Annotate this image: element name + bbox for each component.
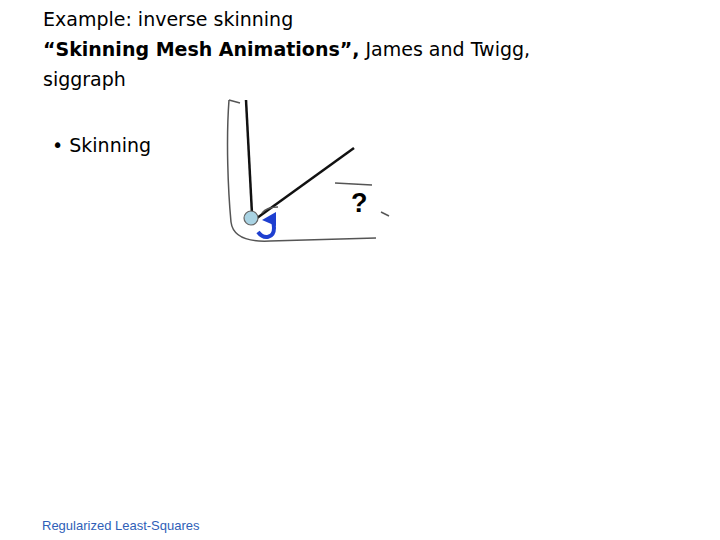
arm-outline	[262, 207, 278, 213]
arm-outline	[228, 100, 376, 241]
joint-dot	[244, 211, 258, 225]
paper-title: “Skinning Mesh Animations”,	[43, 38, 359, 60]
question-mark: ?	[350, 188, 369, 218]
arm-outline	[229, 100, 240, 103]
arm-outline	[335, 183, 372, 185]
bullet-item: • Skinning	[52, 131, 151, 159]
slide-title: Example: inverse skinning	[43, 4, 643, 34]
arm-outline	[381, 212, 389, 216]
slide-footer: Regularized Least-Squares	[42, 518, 200, 534]
rotation-arrowhead	[262, 212, 276, 226]
citation: “Skinning Mesh Animations”, James and Tw…	[43, 34, 603, 94]
slide-heading: Example: inverse skinning“Skinning Mesh …	[43, 4, 643, 94]
upper-bone	[246, 100, 252, 214]
